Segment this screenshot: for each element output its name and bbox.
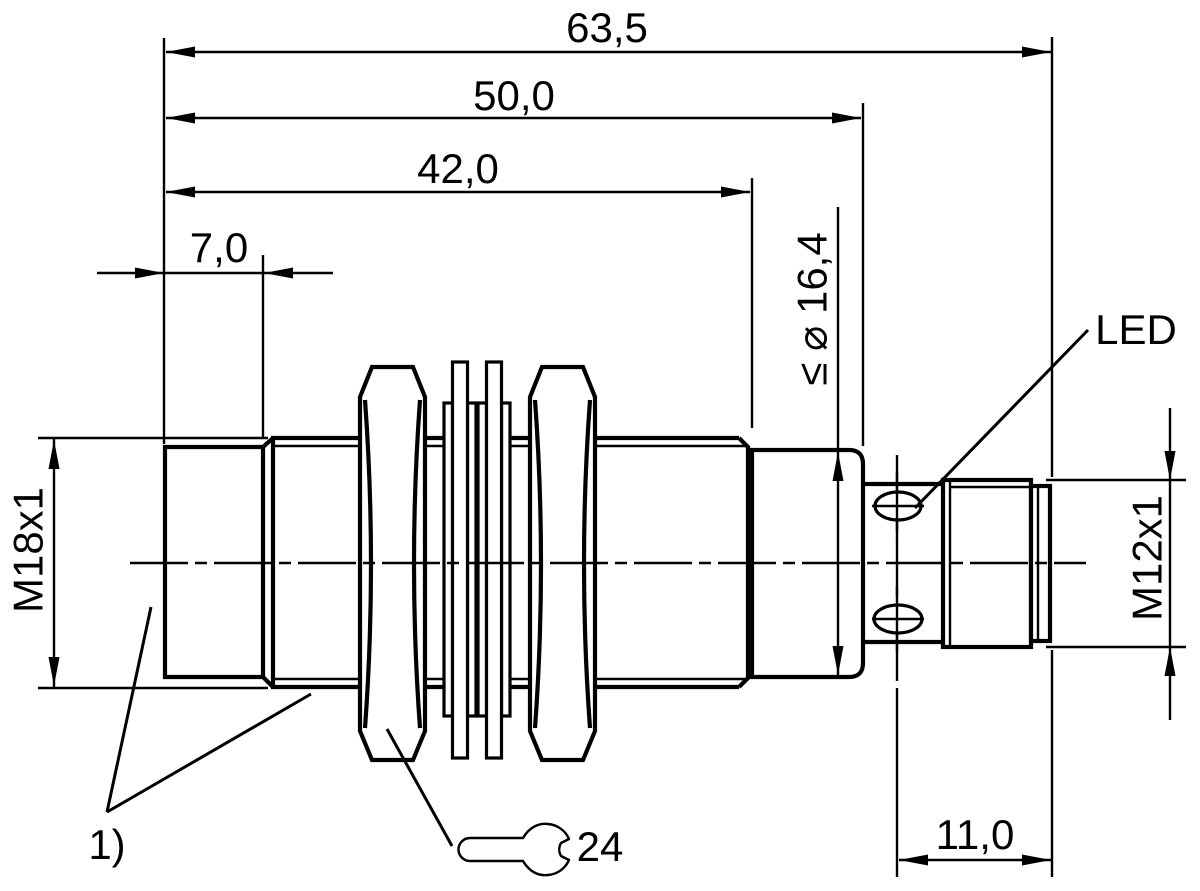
led-indicators: [872, 473, 924, 652]
leader-line: [385, 728, 454, 847]
wrench-size-value: 24: [577, 823, 624, 870]
wrench-icon: [457, 822, 571, 877]
arrowhead: [166, 186, 195, 198]
dim-max-diameter: ≤ ⌀ 16,4: [789, 207, 844, 675]
dimension-value: 50,0: [473, 72, 555, 119]
dimension-value: 11,0: [936, 811, 1015, 858]
washer-disc: [484, 360, 504, 760]
arrowhead: [832, 452, 844, 481]
footnote-callout: 1): [88, 606, 312, 868]
dimension-value: 42,0: [417, 145, 499, 192]
leader-line: [913, 328, 1090, 510]
dim-housing-length: 50,0: [166, 72, 865, 446]
arrowhead: [721, 186, 750, 198]
washer-disc: [450, 360, 470, 760]
led-callout: LED: [913, 306, 1177, 510]
dim-connector-length: 11,0: [899, 650, 1054, 877]
arrowhead: [264, 267, 293, 279]
led-neck: [863, 481, 943, 645]
arrowhead: [48, 657, 60, 686]
leader-line: [106, 692, 312, 814]
leader-line: [105, 606, 153, 813]
arrowhead: [832, 112, 861, 124]
arrowhead: [166, 46, 195, 58]
lock-washers: [442, 360, 512, 760]
dim-connector-thread: M12x1: [1046, 408, 1186, 720]
dimension-value: M12x1: [1124, 495, 1171, 621]
arrowhead: [1022, 854, 1051, 866]
arrowhead: [1164, 451, 1176, 480]
arrowhead: [1022, 46, 1051, 58]
arrowhead: [135, 267, 164, 279]
arrowhead: [899, 854, 928, 866]
dimension-value: 7,0: [190, 224, 248, 271]
dimension-value: ≤ ⌀ 16,4: [789, 232, 836, 385]
arrowhead: [832, 646, 844, 675]
dimension-value: M18x1: [5, 487, 52, 613]
dim-thread-length: 42,0: [166, 145, 754, 428]
dim-head-length: 7,0: [97, 224, 333, 437]
arrowhead: [166, 112, 195, 124]
arrowhead: [1164, 647, 1176, 676]
footnote-label: 1): [88, 821, 125, 868]
dim-body-thread: M18x1: [5, 436, 268, 690]
dimension-value: 63,5: [566, 4, 648, 51]
arrowhead: [48, 440, 60, 469]
led-label: LED: [1095, 306, 1177, 353]
dim-overall-length: 63,5: [166, 4, 1051, 58]
wrench-callout: 24: [385, 728, 624, 877]
